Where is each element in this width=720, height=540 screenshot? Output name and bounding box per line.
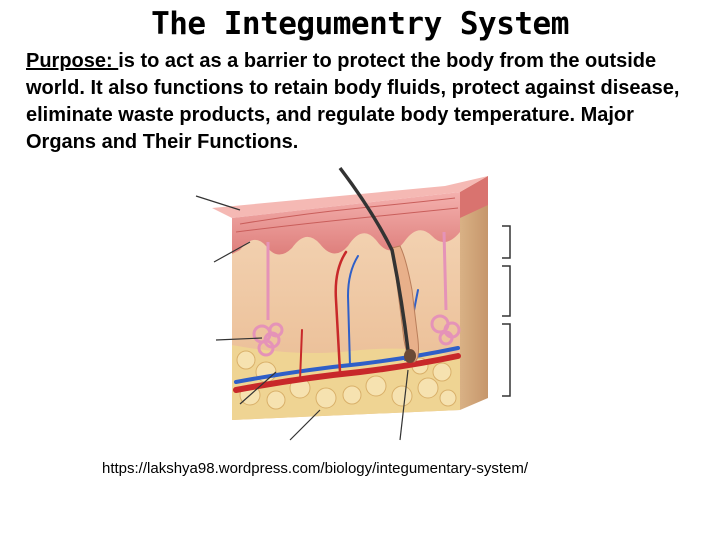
sweat-gland-right <box>430 231 461 346</box>
purpose-label: Purpose: <box>26 50 119 72</box>
sweat-gland-left <box>252 242 284 357</box>
slide-title: The Integumentry System <box>151 6 569 42</box>
hair-follicle <box>338 166 419 363</box>
purpose-paragraph: Purpose: is to act as a barrier to prote… <box>26 48 702 156</box>
purpose-text: is to act as a barrier to protect the bo… <box>26 50 680 153</box>
label-pointer-lines <box>195 195 409 441</box>
source-url[interactable]: https://lakshya98.wordpress.com/biology/… <box>102 460 529 477</box>
skin-cross-section-diagram <box>195 166 511 441</box>
layer-brackets <box>502 225 511 397</box>
epidermis-layer <box>212 176 488 255</box>
